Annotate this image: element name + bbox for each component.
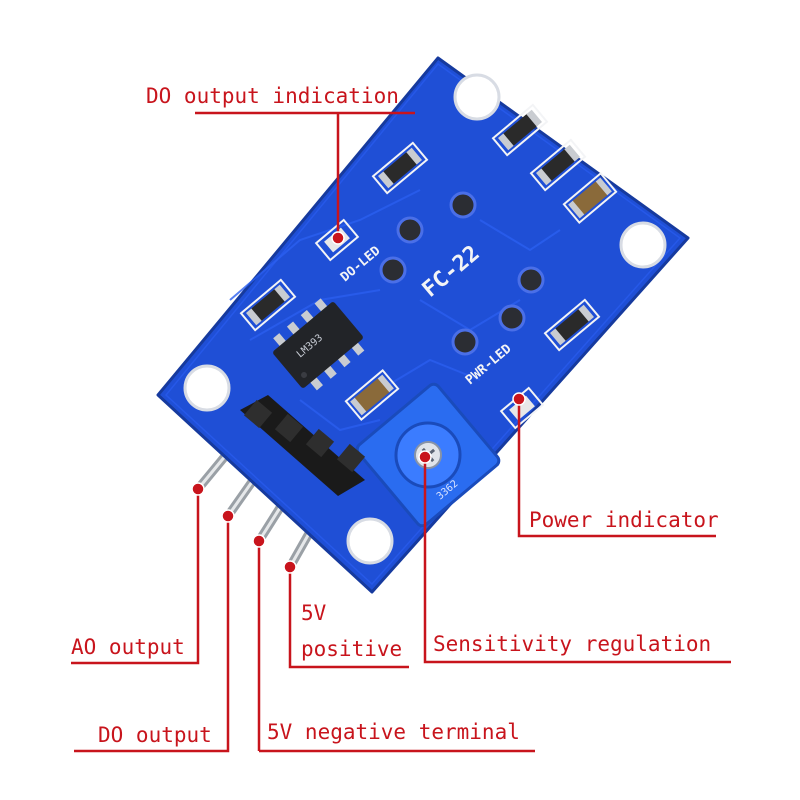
label-do-output: DO output <box>98 723 212 747</box>
label-gnd-negative: 5V negative terminal <box>267 720 520 744</box>
label-do-indication: DO output indication <box>146 84 399 108</box>
label-vcc-positive-1: 5V <box>301 601 327 625</box>
label-vcc-positive-2: positive <box>301 637 403 661</box>
lm393-chip <box>273 298 365 391</box>
mounting-holes <box>183 73 667 565</box>
annotation-dots <box>191 231 526 574</box>
vias <box>379 191 545 356</box>
label-power-indicator: Power indicator <box>529 508 719 532</box>
smd-components <box>239 103 618 422</box>
annotation-lines <box>71 111 731 753</box>
pin-header <box>240 395 366 496</box>
label-ao-output: AO output <box>71 635 185 659</box>
label-sensitivity: Sensitivity regulation <box>433 632 712 656</box>
